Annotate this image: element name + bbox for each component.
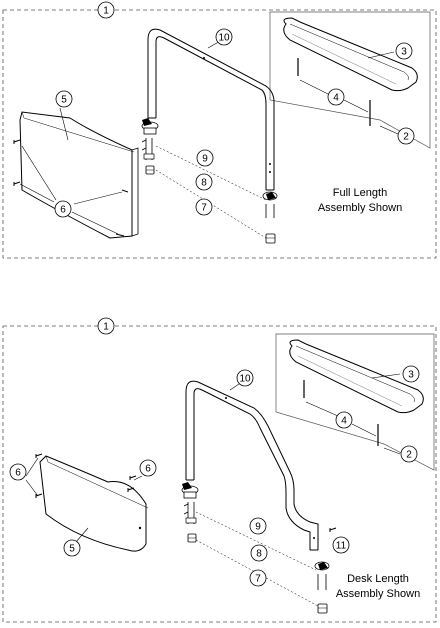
bottom-callout-5: 5 bbox=[63, 539, 81, 557]
bottom-callout-10-label: 10 bbox=[239, 374, 251, 385]
top-callout-2: 2 bbox=[397, 127, 415, 145]
top-clamp-left bbox=[141, 118, 159, 135]
bottom-callout-10: 10 bbox=[236, 369, 254, 387]
top-callout-9-label: 9 bbox=[202, 154, 208, 165]
top-callout-8: 8 bbox=[195, 173, 213, 191]
bottom-side-panel bbox=[25, 453, 149, 552]
top-callout-6: 6 bbox=[54, 200, 72, 218]
bottom-callout-3: 3 bbox=[402, 365, 420, 383]
top-callout-10-label: 10 bbox=[218, 33, 230, 44]
top-armrest-pad bbox=[283, 17, 418, 92]
top-callout-7-label: 7 bbox=[201, 203, 207, 214]
bottom-panel-desk-length: 1 bbox=[2, 317, 437, 623]
top-assembly-number-callout: 1 bbox=[97, 1, 115, 19]
bottom-callout-5-label: 5 bbox=[69, 544, 75, 555]
top-arm-tube bbox=[147, 28, 275, 191]
top-callout-7: 7 bbox=[195, 198, 213, 216]
top-callout-3-label: 3 bbox=[401, 47, 407, 58]
top-callout-9: 9 bbox=[196, 149, 214, 167]
bottom-callout-8: 8 bbox=[250, 544, 268, 562]
top-caption-line1: Full Length bbox=[333, 187, 387, 199]
bottom-callout-11-label: 11 bbox=[336, 541, 347, 552]
bottom-callout-9-label: 9 bbox=[255, 522, 261, 533]
bottom-small-screw bbox=[329, 527, 337, 532]
top-callout-5-label: 5 bbox=[61, 95, 67, 106]
bottom-armrest-pad bbox=[289, 339, 424, 414]
top-callout-2-label: 2 bbox=[403, 132, 409, 143]
bottom-panel-border bbox=[2, 325, 437, 623]
bottom-clamp-right bbox=[314, 561, 330, 614]
top-clamp-right bbox=[262, 191, 278, 244]
top-callout-4-label: 4 bbox=[333, 93, 339, 104]
bottom-bushing bbox=[187, 533, 197, 543]
bottom-callout-11: 11 bbox=[332, 536, 350, 554]
top-assembly-number: 1 bbox=[103, 6, 109, 17]
top-armrest-inset bbox=[269, 11, 431, 149]
bottom-assembly-number-callout: 1 bbox=[97, 317, 115, 335]
bottom-callout-4: 4 bbox=[335, 411, 353, 429]
bottom-callout-8-label: 8 bbox=[256, 549, 262, 560]
bottom-callout-3-label: 3 bbox=[408, 370, 414, 381]
top-panel-full-length: 1 bbox=[2, 1, 437, 259]
bottom-armrest-inset bbox=[275, 333, 435, 471]
top-caption-line2: Assembly Shown bbox=[318, 202, 402, 214]
top-lock-pin bbox=[141, 138, 155, 160]
bottom-clamp-left bbox=[181, 482, 199, 499]
bottom-caption-line1: Desk Length bbox=[347, 573, 409, 585]
bottom-arm-tube bbox=[185, 380, 319, 551]
bottom-callout-6-left-label: 6 bbox=[15, 468, 21, 479]
bottom-assembly-number: 1 bbox=[103, 322, 109, 333]
bottom-callout-2: 2 bbox=[400, 445, 418, 463]
bottom-callout-9: 9 bbox=[249, 517, 267, 535]
bottom-callout-6-left: 6 bbox=[9, 463, 27, 481]
bottom-callout-6-right-label: 6 bbox=[145, 464, 151, 475]
bottom-callout-7: 7 bbox=[249, 569, 267, 587]
top-callout-6-label: 6 bbox=[60, 205, 66, 216]
top-callout-5: 5 bbox=[55, 90, 73, 108]
bottom-caption-line2: Assembly Shown bbox=[336, 588, 420, 600]
bottom-callout-4-label: 4 bbox=[341, 416, 347, 427]
bottom-callout-2-label: 2 bbox=[406, 450, 412, 461]
top-callout-4: 4 bbox=[327, 88, 345, 106]
bottom-lock-pin bbox=[183, 502, 197, 524]
bottom-callout-6-right: 6 bbox=[139, 459, 157, 477]
top-side-panel bbox=[13, 107, 139, 239]
top-bushing bbox=[145, 165, 155, 175]
bottom-callout-7-label: 7 bbox=[255, 574, 261, 585]
top-callout-8-label: 8 bbox=[201, 178, 207, 189]
top-panel-border bbox=[2, 9, 437, 259]
top-callout-3: 3 bbox=[395, 42, 413, 60]
top-callout-10: 10 bbox=[215, 28, 233, 46]
